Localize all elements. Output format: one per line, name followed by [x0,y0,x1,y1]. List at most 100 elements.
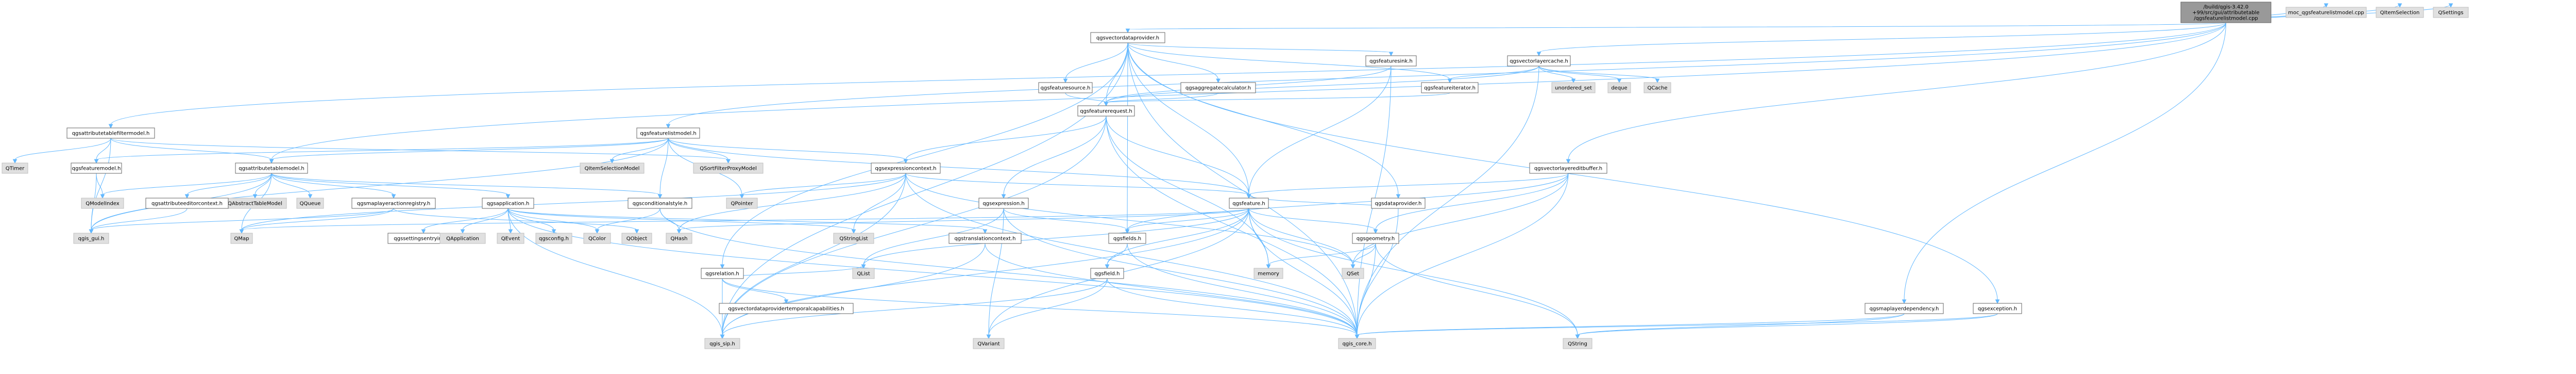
edge-arrowhead [1001,194,1006,199]
node-qgsattributetablemodel[interactable]: qgsattributetablemodel.h [235,162,308,174]
edge-arrowhead [726,159,731,164]
node-qgsattributeeditorcontext[interactable]: qgsattributeeditorcontext.h [145,198,229,209]
node-qgstranslationcontext[interactable]: qgstranslationcontext.h [948,233,1022,244]
edge-line [1106,92,1450,103]
node-qgsaggregatecalculator[interactable]: qgsaggregatecalculator.h [1180,82,1256,93]
node-qgsvectordataprovidertemporalcapabilities[interactable]: qgsvectordataprovidertemporalcapabilitie… [719,303,854,314]
edge-line [741,173,906,196]
edge-line [1106,116,1358,336]
edge-line [1357,313,1905,336]
edge-line [1003,208,1128,231]
edge-qgsapplication-to-qapplication [460,208,509,234]
edge-line [659,138,669,196]
edge-line [1127,243,1358,336]
node-qgsdataprovider[interactable]: qgsdataprovider.h [1371,198,1426,209]
node-qgsexception[interactable]: qgsexception.h [1973,303,2022,314]
node-box [2,162,28,174]
edge-qgsvectorlayereditbuffer-to-qgsgeometry [1373,173,1569,234]
node-qgsfields[interactable]: qgsfields.h [1108,233,1146,244]
edge-line [1106,116,1269,266]
edge-qgsattributetablemodel-to-qgsapplication [271,173,511,199]
edge-line [722,278,1358,336]
node-qgsfeatureiterator[interactable]: qgsfeatureiterator.h [1421,82,1479,93]
node-box [66,127,155,139]
edge-line [1106,66,1539,103]
node-box [666,233,692,244]
edge-qgsgeometry-to-qstring [1375,243,1580,339]
node-box [580,162,645,174]
edge-line [1127,42,1450,80]
edge-line [1106,116,1249,196]
node-qgsexpression[interactable]: qgsexpression.h [978,198,1029,209]
edge-line [863,208,1249,266]
edge-arrowhead [986,334,991,339]
node-qgsconfig: qgsconfig.h [535,233,572,244]
node-qgsexpressioncontext[interactable]: qgsexpressioncontext.h [871,162,941,174]
node-qgsfeaturerequest[interactable]: qgsfeaturerequest.h [1077,105,1135,117]
edge-line [722,243,986,336]
edge-qgsfields-to-qgscore [1127,243,1360,339]
edge-line [1268,243,1376,266]
node-qgsfeaturesink[interactable]: qgsfeaturesink.h [1365,55,1417,67]
edge-line [1107,243,1128,266]
node-qlist: QList [852,268,875,279]
node-qgsfeaturesource[interactable]: qgsfeaturesource.h [1038,82,1093,93]
edge-qgsfeature-to-qgssip [720,208,1249,339]
edge-line [1065,42,1128,80]
edge-qgsfeatureiterator-to-qgsfeaturerequest [1104,92,1450,107]
node-qgsfeaturemodel[interactable]: qgsfeaturemodel.h [71,162,122,174]
node-qgsvectorlayercache[interactable]: qgsvectorlayercache.h [1507,55,1571,67]
edge-line [668,22,2226,125]
node-qgsfeaturelistmodel[interactable]: qgsfeaturelistmodel.h [636,127,700,139]
node-box [2376,7,2424,18]
edge-line [102,173,272,196]
edge-arrowhead [508,229,513,234]
edge-qgsattributetablemodel-to-qmodelindex [100,173,272,199]
node-qgsrelation[interactable]: qgsrelation.h [701,268,744,279]
edge-line [1127,42,1249,196]
edge-arrowhead [94,159,99,164]
edge-qgsvectorlayercache-to-qgsfeatureiterator [1447,66,1539,84]
edge-arrowhead [666,124,671,129]
node-qgsfield[interactable]: qgsfield.h [1090,268,1124,279]
edge-qgsapplication-to-qstringlist [507,208,856,234]
edge-arrowhead [2397,3,2402,8]
node-box [1563,338,1592,349]
edge-arrowhead [12,159,18,164]
edge-arrowhead [1536,52,1541,57]
node-qgsfeature[interactable]: qgsfeature.h [1229,198,1269,209]
node-root[interactable]: /build/qgis-3.42.0+99/src/gui/attributet… [2180,2,2272,23]
edge-arrowhead [308,194,313,199]
edge-line [722,278,1108,336]
node-memory: memory [1253,268,1283,279]
node-qgsconditionalstyle[interactable]: qgsconditionalstyle.h [628,198,692,209]
node-qabstracttablemodel: QAbstractTableModel [223,198,287,209]
edge-root-to-qgsvectordataprovider [1125,22,2226,34]
node-label: qgsvectorlayercache.h [1510,59,1568,64]
node-qgsgeometry[interactable]: qgsgeometry.h [1352,233,1399,244]
node-qgsattributetablefiltermodel[interactable]: qgsattributetablefiltermodel.h [66,127,155,139]
node-label: QItemSelectionModel [585,166,640,172]
node-qgsapplication[interactable]: qgsapplication.h [482,198,534,209]
edge-line [507,208,1358,336]
node-qgsmaplayeractionregistry[interactable]: qgsmaplayeractionregistry.h [351,198,436,209]
node-qgsvectorlayereditbuffer[interactable]: qgsvectorlayereditbuffer.h [1529,162,1607,174]
edge-line [507,208,554,231]
edge-line [1107,208,1249,266]
node-qgsvectordataprovider[interactable]: qgsvectordataprovider.h [1090,32,1165,43]
edge-line [1127,42,1392,53]
node-label: qgsvectordataprovider.h [1096,36,1159,41]
edge-qgsfeaturelistmodel-to-qsortfilterproxymodel [668,138,731,164]
edge-qgsvectorlayercache-to-unordered_set [1538,66,1576,84]
node-qgsmaplayerdependency[interactable]: qgsmaplayerdependency.h [1865,303,1944,314]
edge-line [679,173,906,231]
edge-line [241,208,394,231]
node-qgscore: qgis_core.h [1338,338,1376,349]
edge-qgsconditionalstyle-to-qcolor [595,208,660,234]
node-label: /build/qgis-3.42.0 [2204,5,2248,10]
edge-arrowhead [551,229,556,234]
edge-arrowhead [1373,229,1378,234]
edge-line [863,208,1004,266]
edge-qgsvectordataprovider-to-qgsfields [1125,42,1130,234]
edge-qgsapplication-to-qgssettingsentryimpl [421,208,509,234]
